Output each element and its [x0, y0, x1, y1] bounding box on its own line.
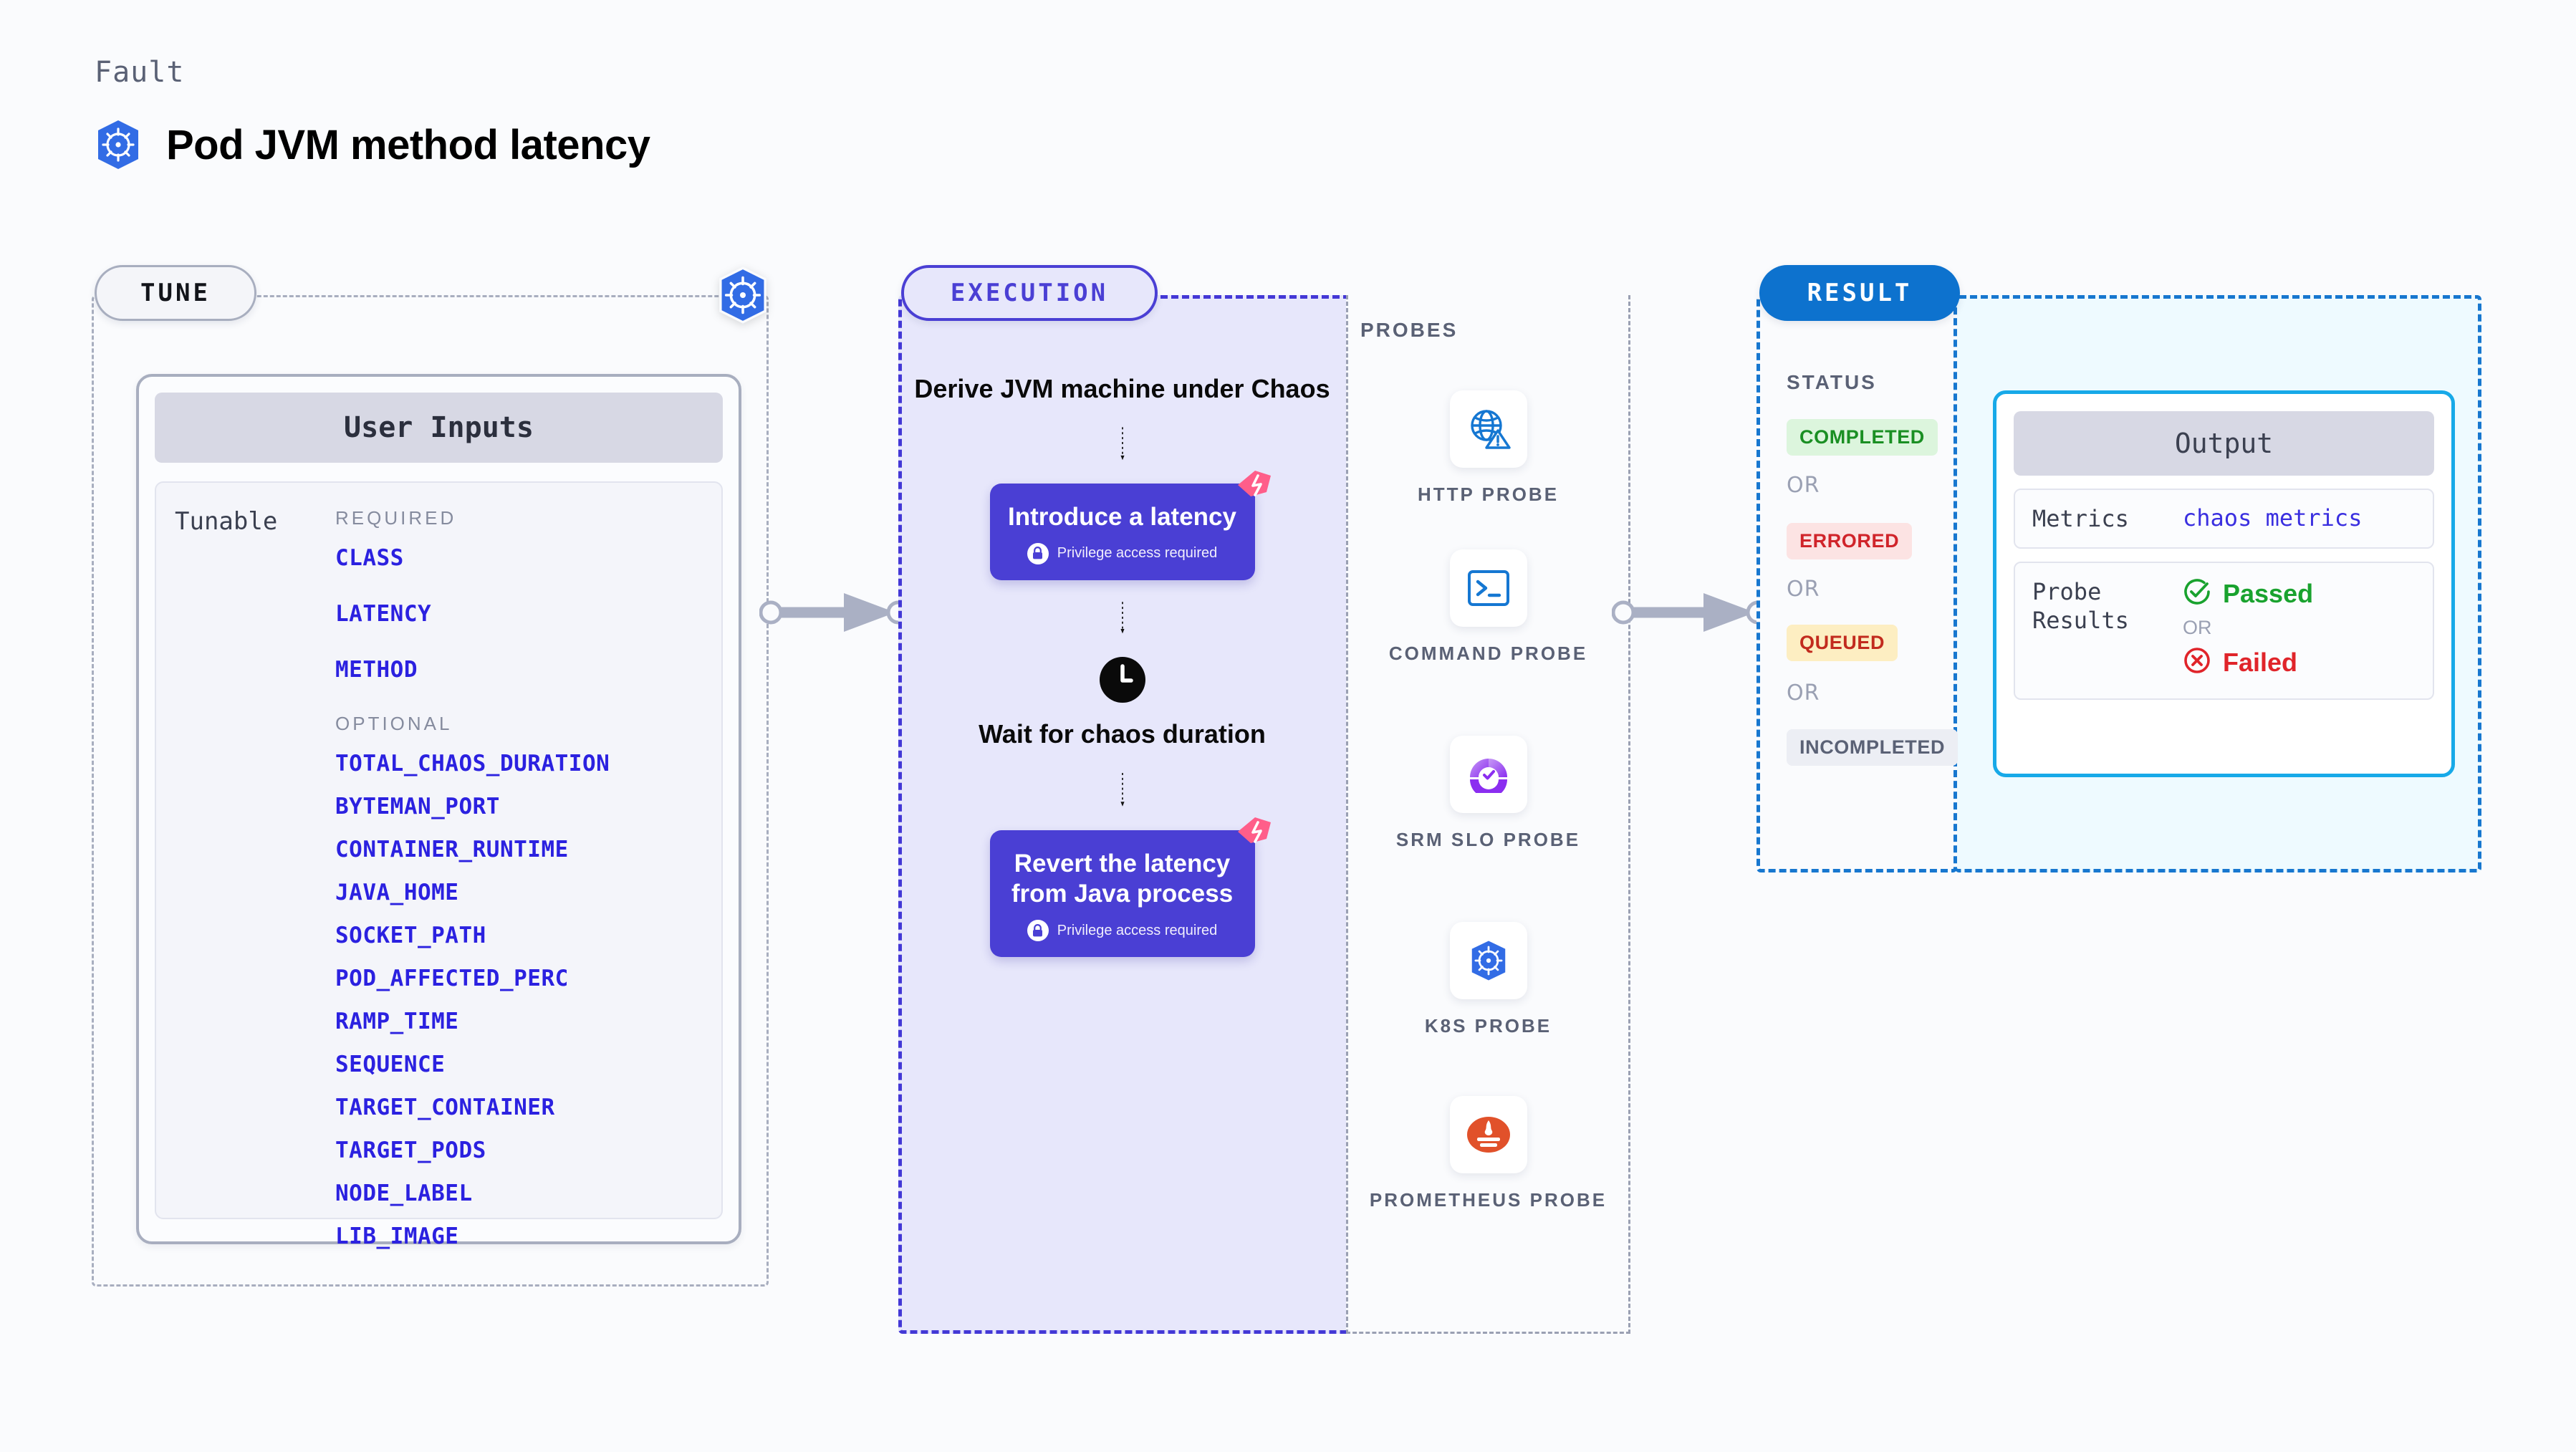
execution-pill-label: EXECUTION	[901, 265, 1158, 321]
kubernetes-icon	[95, 119, 142, 170]
flow-arrow-icon	[1120, 601, 1125, 634]
required-group-title: REQUIRED	[335, 507, 457, 529]
srm-slo-icon	[1449, 736, 1527, 813]
probe-item-srm-slo[interactable]: SRM SLO PROBE	[1346, 736, 1630, 852]
kubernetes-icon	[716, 266, 769, 327]
clock-icon	[1099, 656, 1146, 703]
param-item[interactable]: NODE_LABEL	[335, 1181, 473, 1206]
execution-step-2-card[interactable]: Introduce a latency Privilege access req…	[989, 471, 1271, 580]
globe-warning-icon	[1449, 390, 1527, 468]
user-inputs-card: User Inputs Tunable REQUIRED CLASS LATEN…	[136, 374, 741, 1249]
tune-panel	[92, 295, 769, 1287]
param-item[interactable]: RAMP_TIME	[335, 1009, 459, 1034]
page-eyebrow: Fault	[95, 56, 185, 89]
tunable-body: Tunable REQUIRED CLASS LATENCY METHOD OP…	[155, 481, 723, 1249]
check-circle-icon	[2183, 577, 2211, 610]
probe-result-passed: Passed	[2183, 577, 2313, 610]
tune-pill-label: TUNE	[95, 265, 256, 321]
page-title: Pod JVM method latency	[166, 121, 650, 168]
param-item[interactable]: TOTAL_CHAOS_DURATION	[335, 751, 610, 777]
harness-icon	[1234, 814, 1274, 858]
terminal-icon	[1449, 549, 1527, 627]
probe-result-or: OR	[2183, 617, 2212, 638]
passed-label: Passed	[2223, 578, 2314, 608]
probe-label: PROMETHEUS PROBE	[1369, 1189, 1607, 1211]
output-card: Output Metrics chaos metrics Probe Resul…	[1993, 390, 2455, 777]
optional-param-list: OPTIONAL TOTAL_CHAOS_DURATION BYTEMAN_PO…	[335, 713, 721, 1249]
tunable-label: Tunable	[175, 507, 278, 536]
prometheus-icon	[1449, 1096, 1527, 1173]
execution-step-1-text: Derive JVM machine under Chaos	[914, 374, 1330, 403]
probe-result-failed: Failed	[2183, 646, 2313, 678]
page-title-row: Pod JVM method latency	[95, 119, 650, 170]
status-badge-queued: QUEUED	[1787, 625, 1898, 661]
metrics-key: Metrics	[2032, 505, 2129, 532]
probe-results-key: Probe Results	[2032, 578, 2129, 634]
probes-section-label: PROBES	[1360, 319, 1458, 341]
probe-label: COMMAND PROBE	[1388, 643, 1588, 664]
execution-step-4-title: Revert the latency from Java process	[1011, 849, 1234, 908]
status-or-2: OR	[1787, 577, 1820, 602]
param-item[interactable]: LATENCY	[335, 601, 432, 627]
status-badge-errored: ERRORED	[1787, 523, 1913, 559]
param-item[interactable]: TARGET_CONTAINER	[335, 1095, 555, 1120]
execution-step-3-text: Wait for chaos duration	[979, 718, 1266, 749]
execution-step-2-title: Introduce a latency	[1008, 503, 1236, 531]
param-item[interactable]: BYTEMAN_PORT	[335, 794, 500, 819]
probe-item-http[interactable]: HTTP PROBE	[1346, 390, 1630, 507]
connector-tune-to-execution	[759, 593, 910, 632]
execution-flow: Derive JVM machine under Chaos Introduce…	[898, 372, 1346, 958]
execution-step-4-note-row: Privilege access required	[1004, 920, 1241, 942]
metrics-value[interactable]: chaos metrics	[2183, 504, 2363, 532]
lock-icon	[1027, 542, 1049, 564]
param-item[interactable]: JAVA_HOME	[335, 880, 459, 905]
failed-label: Failed	[2223, 647, 2298, 677]
required-param-list: CLASS LATENCY METHOD	[335, 545, 721, 683]
probe-label: SRM SLO PROBE	[1395, 829, 1581, 850]
execution-step-4-note: Privilege access required	[1057, 922, 1218, 938]
status-badge-incompleted: INCOMPLETED	[1787, 729, 1959, 766]
probe-label: HTTP PROBE	[1417, 484, 1559, 505]
output-metrics-row: Metrics chaos metrics	[2014, 489, 2434, 549]
param-item[interactable]: METHOD	[335, 657, 418, 683]
probe-item-k8s[interactable]: K8S PROBE	[1346, 922, 1630, 1039]
output-title: Output	[2014, 411, 2434, 476]
execution-step-2-note: Privilege access required	[1057, 545, 1218, 562]
lock-icon	[1027, 920, 1049, 942]
result-panel	[1756, 295, 1957, 872]
output-probe-results-row: Probe Results Passed OR	[2014, 562, 2434, 700]
x-circle-icon	[2183, 646, 2211, 678]
param-item[interactable]: TARGET_PODS	[335, 1138, 486, 1163]
param-item[interactable]: CONTAINER_RUNTIME	[335, 837, 569, 862]
probe-item-command[interactable]: COMMAND PROBE	[1346, 549, 1630, 666]
result-pill-label: RESULT	[1759, 265, 1960, 321]
harness-icon	[1234, 468, 1274, 511]
probe-item-prometheus[interactable]: PROMETHEUS PROBE	[1346, 1096, 1630, 1213]
connector-execution-to-result	[1612, 593, 1769, 632]
param-item[interactable]: POD_AFFECTED_PERC	[335, 966, 569, 991]
user-inputs-title: User Inputs	[155, 393, 723, 463]
status-label: STATUS	[1787, 371, 1877, 393]
param-item[interactable]: SEQUENCE	[335, 1052, 446, 1077]
kubernetes-icon	[1449, 922, 1527, 999]
optional-group-title: OPTIONAL	[335, 713, 453, 734]
execution-step-4-card[interactable]: Revert the latency from Java process Pri…	[989, 817, 1271, 958]
status-or-1: OR	[1787, 473, 1820, 498]
probe-label: K8S PROBE	[1424, 1015, 1552, 1037]
param-item[interactable]: LIB_IMAGE	[335, 1223, 459, 1249]
param-item[interactable]: CLASS	[335, 545, 404, 571]
status-or-3: OR	[1787, 681, 1820, 706]
execution-step-2-note-row: Privilege access required	[1004, 542, 1241, 564]
flow-arrow-icon	[1120, 772, 1125, 807]
flow-arrow-icon	[1120, 427, 1125, 461]
status-badge-completed: COMPLETED	[1787, 419, 1938, 456]
param-item[interactable]: SOCKET_PATH	[335, 923, 486, 948]
